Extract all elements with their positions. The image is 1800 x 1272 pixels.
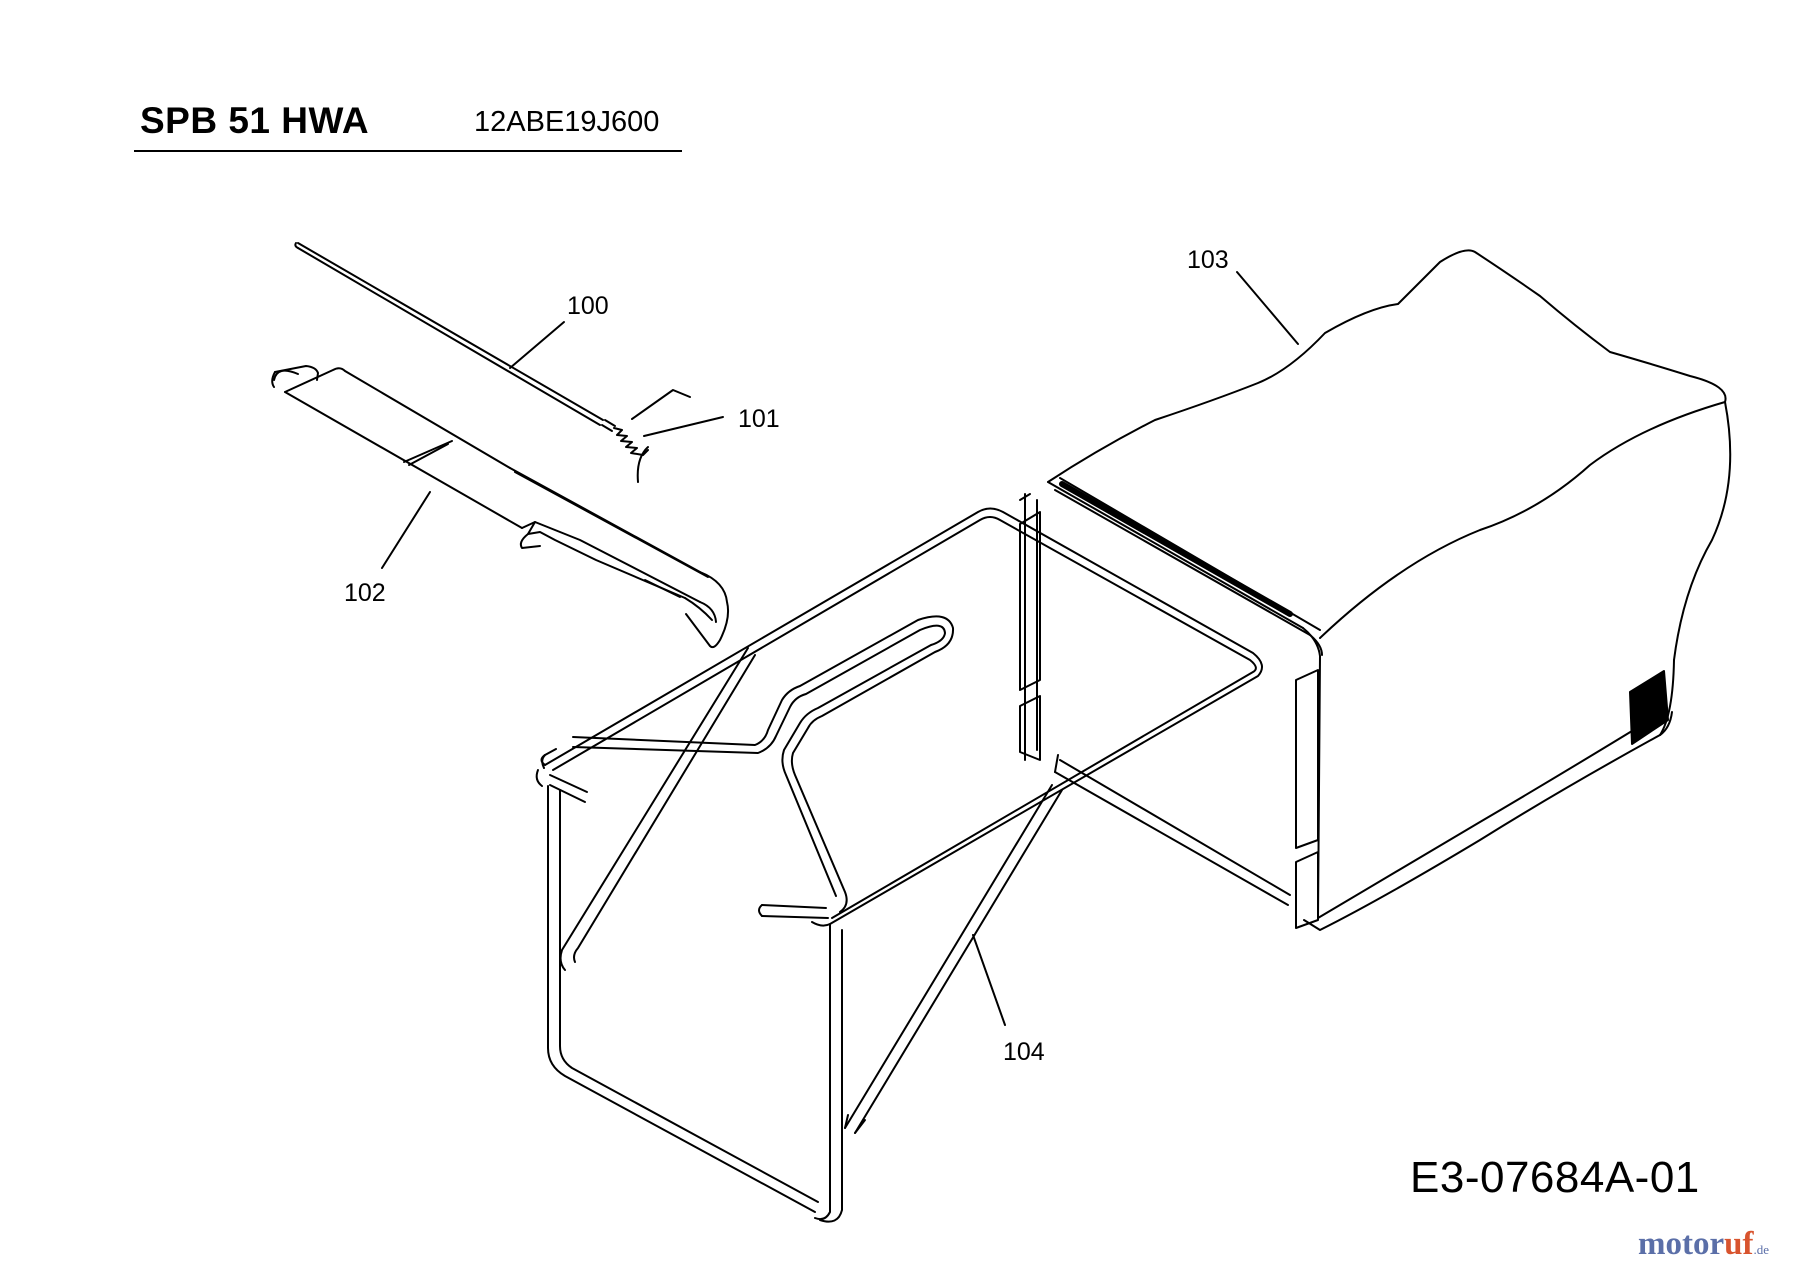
part-104-frame: [535, 493, 1319, 1223]
leader-100: [509, 321, 565, 369]
watermark-tld: .de: [1753, 1242, 1770, 1257]
leader-103: [1236, 271, 1299, 345]
watermark-logo: motoruf.de: [1638, 1228, 1769, 1261]
part-102-flap: [271, 365, 730, 649]
callout-104: 104: [1003, 1038, 1045, 1066]
callout-100: 100: [567, 292, 609, 320]
callout-102: 102: [344, 579, 386, 607]
title-block: SPB 51 HWA 12ABE19J600: [134, 98, 682, 152]
watermark-main: motor: [1638, 1226, 1725, 1262]
part-103-edge-band: [1059, 481, 1293, 617]
part-103-bag: [1047, 249, 1732, 931]
leader-102: [381, 491, 431, 569]
leader-101: [643, 416, 724, 437]
model-name: SPB 51 HWA: [140, 100, 370, 141]
callout-103: 103: [1187, 246, 1229, 274]
part-100-rod: [294, 242, 604, 426]
part-101-spring: [601, 389, 691, 483]
part-103-velcro-patch: [1629, 670, 1669, 745]
drawing-id: E3-07684A-01: [1410, 1153, 1700, 1202]
leader-104: [972, 934, 1006, 1026]
model-number: 12ABE19J600: [474, 106, 660, 138]
watermark-accent: uf: [1724, 1226, 1754, 1262]
callout-101: 101: [738, 405, 780, 433]
